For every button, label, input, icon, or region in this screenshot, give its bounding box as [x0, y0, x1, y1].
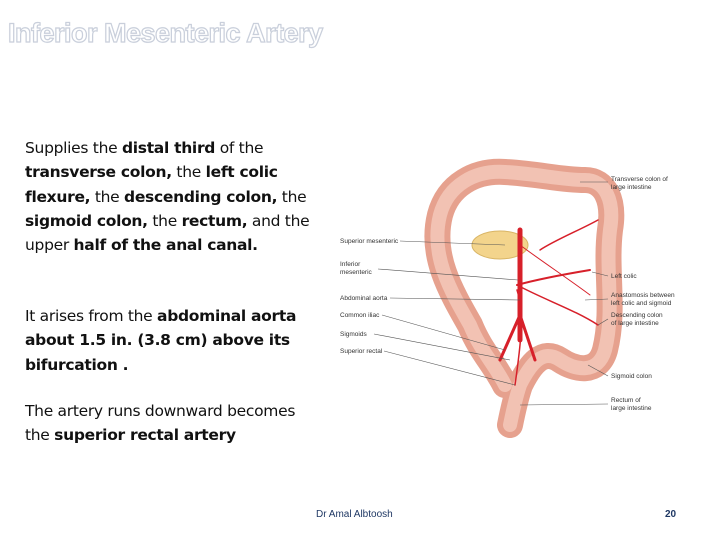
text-run: distal third: [121, 139, 216, 157]
paragraph-origin: It arises from the abdominal aorta about…: [25, 304, 300, 377]
label-abdominal-aorta: Abdominal aorta: [340, 295, 388, 302]
text-run: the: [147, 211, 182, 230]
paragraph-course: The artery runs downward becomes the sup…: [25, 399, 300, 448]
label-common-iliac: Common iliac: [340, 312, 380, 319]
text-run: descending colon,: [124, 187, 278, 206]
label-sigmoids: Sigmoids: [340, 331, 367, 338]
text-run: rectum,: [181, 211, 248, 230]
label-superior-rectal: Superior rectal: [340, 348, 383, 355]
text-run: the: [277, 187, 307, 206]
label-large-intestine-2: of large intestine: [611, 320, 659, 327]
text-run: the: [171, 163, 206, 182]
text-run: superior rectal artery: [54, 426, 236, 445]
text-run: and the upper: [25, 211, 310, 255]
text-run: The artery runs downward becomes the: [25, 402, 296, 445]
colon-shape: [424, 158, 625, 438]
text-run: transverse colon,: [25, 163, 172, 182]
label-mesenteric: mesenteric: [340, 269, 373, 276]
text-run: sigmoid colon,: [25, 211, 148, 230]
text-run: abdominal aorta about 1.5 in. (3.8 cm) a…: [25, 307, 297, 374]
label-large-intestine-1: large intestine: [611, 184, 652, 191]
label-transverse-colon: Transverse colon of: [611, 176, 668, 183]
paragraph-supply: Supplies the distal third of the transve…: [25, 136, 325, 257]
label-superior-mesenteric: Superior mesenteric: [340, 238, 399, 245]
label-rectum: Rectum of: [611, 397, 641, 404]
label-left-colic: Left colic: [611, 273, 637, 280]
text-run: It arises from the: [25, 307, 158, 325]
footer-author: Dr Amal Albtoosh: [316, 509, 393, 520]
label-anastomosis: Anastomosis between: [611, 292, 675, 299]
label-left-colic-sigmoid: left colic and sigmoid: [611, 300, 672, 307]
anatomy-illustration: Superior mesenteric Inferior mesenteric …: [330, 150, 710, 450]
text-run: Supplies the: [25, 139, 122, 157]
label-sigmoid-colon: Sigmoid colon: [611, 373, 652, 380]
colon-artery-diagram: Superior mesenteric Inferior mesenteric …: [340, 158, 675, 438]
label-inferior: Inferior: [340, 261, 361, 268]
slide-title: Inferior Mesenteric Artery: [7, 17, 323, 48]
text-run: the: [90, 187, 125, 206]
label-descending-colon: Descending colon: [611, 312, 663, 319]
leader-lines: [373, 181, 609, 406]
page-number: 20: [665, 509, 677, 520]
label-large-intestine-3: large intestine: [611, 405, 652, 412]
text-run: of the: [215, 139, 264, 157]
text-run: half of the anal canal.: [73, 236, 259, 255]
text-run: left colic flexure,: [25, 163, 278, 206]
artery-shapes: [498, 219, 599, 386]
